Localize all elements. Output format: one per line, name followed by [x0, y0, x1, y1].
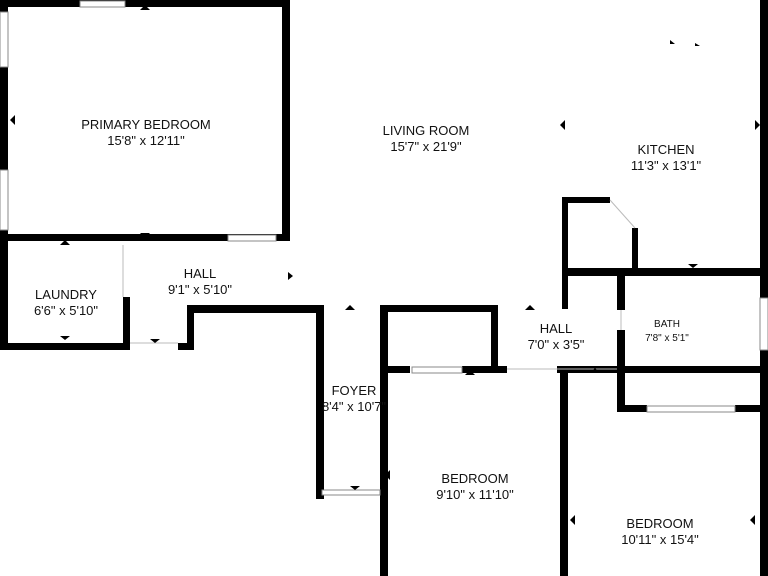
- room-name: BEDROOM: [441, 471, 509, 486]
- room-name: HALL: [539, 321, 573, 336]
- room-dimensions: 7'0" x 3'5": [527, 337, 585, 352]
- room-label-bedroom-2: BEDROOM 10'11" x 15'4": [610, 516, 710, 548]
- room-label-kitchen: KITCHEN 11'3" x 13'1": [616, 142, 716, 174]
- room-name: BEDROOM: [626, 516, 694, 531]
- room-label-bedroom-1: BEDROOM 9'10" x 11'10": [425, 471, 525, 503]
- room-label-primary-bedroom: PRIMARY BEDROOM 15'8" x 12'11": [70, 117, 222, 149]
- windows: [0, 0, 768, 496]
- room-label-living-room: LIVING ROOM 15'7" x 21'9": [366, 123, 486, 155]
- room-name: BATH: [654, 319, 680, 330]
- room-dimensions: 15'7" x 21'9": [390, 139, 462, 154]
- dimension-ticks: [10, 5, 760, 525]
- room-label-hall-2: HALL 7'0" x 3'5": [512, 321, 600, 353]
- door-lines: [122, 199, 636, 370]
- room-name: LIVING ROOM: [382, 123, 470, 138]
- room-name: LAUNDRY: [35, 287, 97, 302]
- room-dimensions: 9'10" x 11'10": [436, 487, 514, 502]
- room-name: HALL: [183, 266, 217, 281]
- room-name: FOYER: [331, 383, 377, 398]
- room-name: KITCHEN: [637, 142, 695, 157]
- room-dimensions: 7'8" x 5'1": [645, 333, 689, 344]
- room-dimensions: 10'11" x 15'4": [621, 532, 699, 547]
- room-dimensions: 8'4" x 10'7": [321, 399, 387, 414]
- room-label-laundry: LAUNDRY 6'6" x 5'10": [20, 287, 112, 319]
- room-label-bath: BATH 7'8" x 5'1": [634, 318, 700, 346]
- room-label-hall: HALL 9'1" x 5'10": [150, 266, 250, 298]
- room-label-foyer: FOYER 8'4" x 10'7": [318, 383, 390, 415]
- room-dimensions: 11'3" x 13'1": [630, 158, 702, 173]
- room-dimensions: 9'1" x 5'10": [167, 282, 233, 297]
- room-dimensions: 6'6" x 5'10": [33, 303, 99, 318]
- room-dimensions: 15'8" x 12'11": [107, 133, 185, 148]
- room-name: PRIMARY BEDROOM: [81, 117, 211, 132]
